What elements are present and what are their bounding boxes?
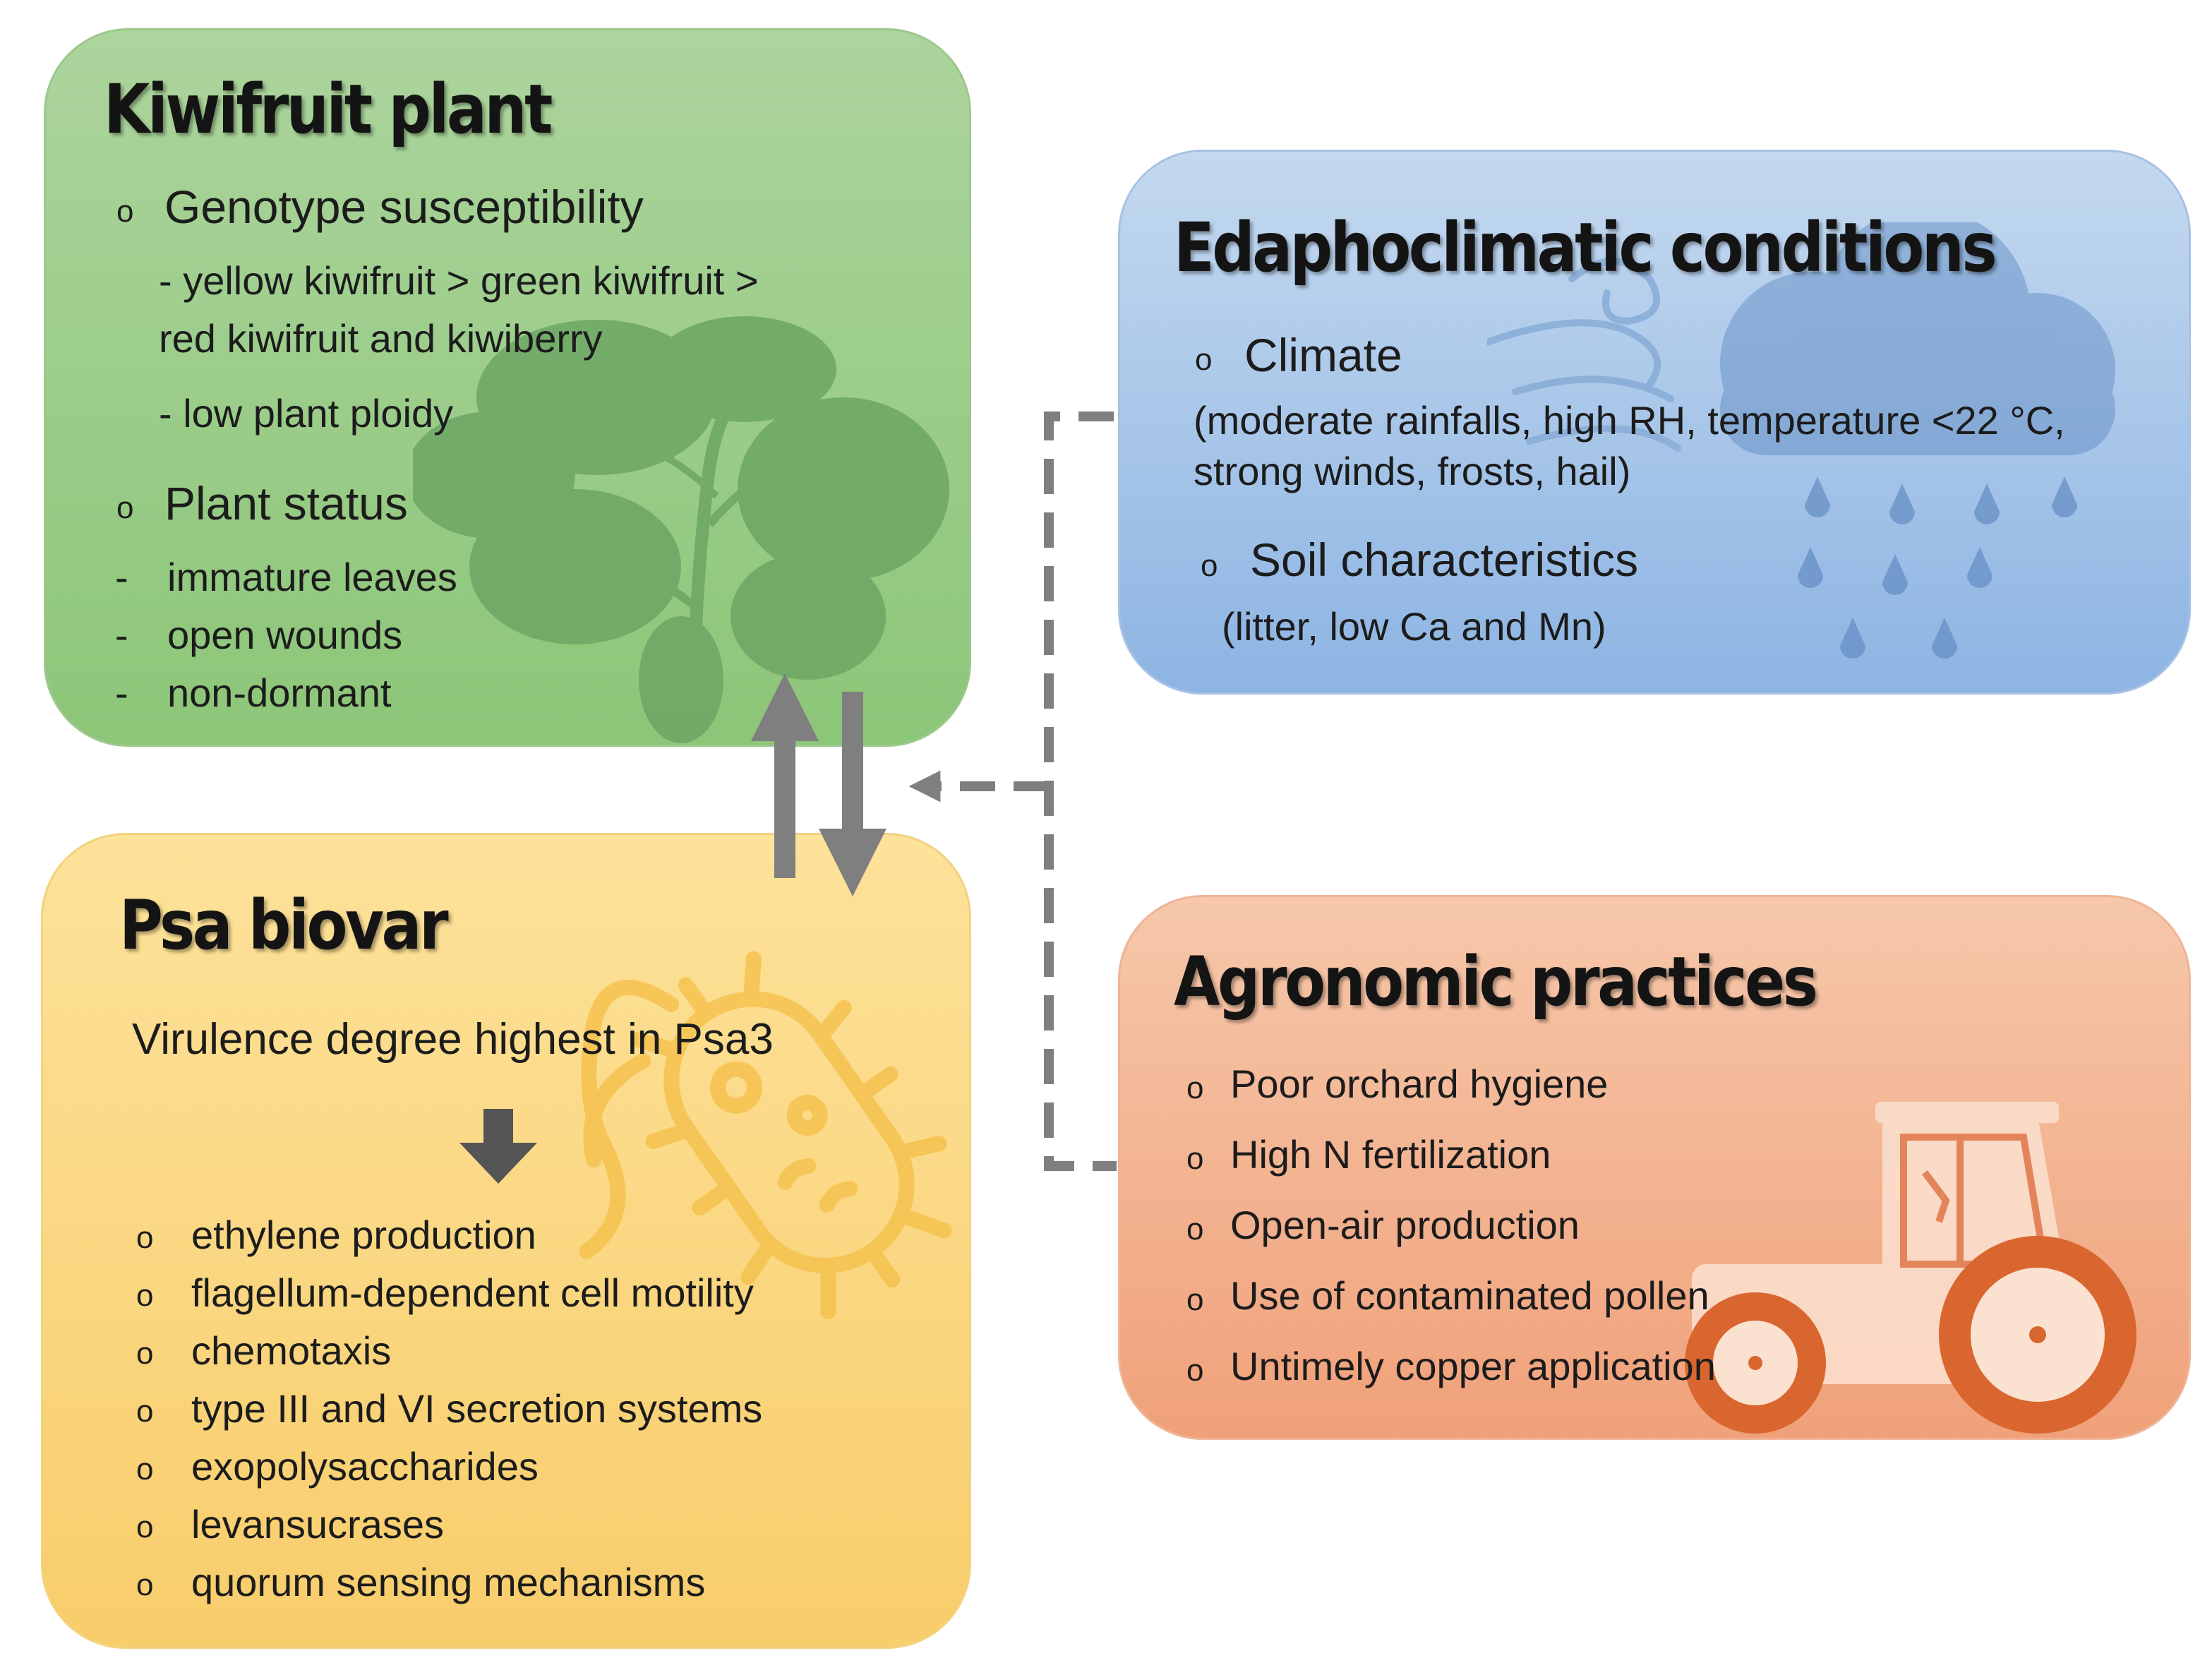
- practice-bullet: o: [1186, 1141, 1204, 1176]
- factor-text: flagellum-dependent cell motility: [191, 1270, 754, 1315]
- virulence-text: Virulence degree highest in Psa3: [132, 1015, 774, 1064]
- soil-detail: (litter, low Ca and Mn): [1222, 604, 1606, 649]
- genotype-bullet: o: [116, 194, 134, 229]
- psa-biovar-title: Psa biovar: [119, 886, 449, 965]
- genotype-order-line1: - yellow kiwifruit > green kiwifruit >: [159, 258, 759, 303]
- status-heading: Plant status: [164, 477, 408, 529]
- down-arrow-icon: [459, 1109, 537, 1184]
- rain-cloud-icon: [1487, 222, 2115, 659]
- practice-text: Untimely copper application: [1230, 1344, 1716, 1388]
- practice-text: Use of contaminated pollen: [1230, 1273, 1709, 1318]
- agronomic-title: Agronomic practices: [1174, 942, 1818, 1021]
- environment-dashed-connector: [1044, 412, 1117, 1171]
- kiwifruit-plant-title: Kiwifruit plant: [104, 70, 553, 149]
- practice-bullet: o: [1186, 1212, 1204, 1247]
- practice-text: Open-air production: [1230, 1203, 1580, 1247]
- psa-biovar-panel: Psa biovar Virulence degree highest in P…: [41, 833, 971, 1649]
- edaphoclimatic-title: Edaphoclimatic conditions: [1174, 208, 1997, 287]
- kiwifruit-plant-icon: [413, 316, 949, 743]
- practice-bullet: o: [1186, 1353, 1204, 1388]
- status-item: - open wounds: [115, 612, 402, 670]
- dash-marker: -: [115, 671, 128, 715]
- climate-detail-line1: (moderate rainfalls, high RH, temperatur…: [1194, 398, 2065, 443]
- status-item: - non-dormant: [115, 670, 392, 728]
- factor-text: levansucrases: [191, 1502, 444, 1546]
- ploidy-text: - low plant ploidy: [159, 391, 454, 435]
- status-bullet: o: [116, 491, 134, 525]
- factor-text: chemotaxis: [191, 1328, 392, 1373]
- edaphoclimatic-panel: Edaphoclimatic conditions o Climate (mod…: [1118, 150, 2191, 695]
- practice-text: Poor orchard hygiene: [1230, 1062, 1609, 1106]
- status-item-text: non-dormant: [167, 671, 392, 715]
- practice-bullet: o: [1186, 1282, 1204, 1317]
- factor-bullet: o: [136, 1336, 154, 1371]
- genotype-order-line2: red kiwifruit and kiwiberry: [159, 316, 603, 361]
- factor-bullet: o: [136, 1452, 154, 1486]
- soil-heading: Soil characteristics: [1250, 534, 1639, 586]
- dash-marker: -: [115, 613, 128, 657]
- status-item: - immature leaves: [115, 554, 457, 612]
- tractor-icon: [1685, 1102, 2136, 1434]
- bacterium-icon: [579, 951, 952, 1320]
- climate-heading: Climate: [1244, 329, 1402, 381]
- factor-bullet: o: [136, 1278, 154, 1313]
- kiwifruit-plant-panel: Kiwifruit plant o Genotype susceptibilit…: [44, 28, 971, 747]
- soil-bullet: o: [1201, 548, 1218, 583]
- genotype-heading: Genotype susceptibility: [164, 181, 644, 233]
- agronomic-panel: Agronomic practices o Poor orchard hygie…: [1118, 895, 2191, 1440]
- factor-text: exopolysaccharides: [191, 1444, 539, 1489]
- status-item-text: immature leaves: [167, 555, 457, 599]
- factor-text: type III and VI secretion systems: [191, 1386, 763, 1431]
- factor-text: quorum sensing mechanisms: [191, 1560, 706, 1604]
- practice-text: High N fertilization: [1230, 1132, 1551, 1177]
- factor-text: ethylene production: [191, 1213, 536, 1257]
- practice-bullet: o: [1186, 1071, 1204, 1105]
- factor-bullet: o: [136, 1568, 154, 1602]
- factor-bullet: o: [136, 1394, 154, 1429]
- climate-bullet: o: [1195, 342, 1213, 377]
- dash-marker: -: [115, 555, 128, 599]
- factor-bullet: o: [136, 1220, 154, 1255]
- climate-detail-line2: strong winds, frosts, hail): [1194, 449, 1631, 493]
- factor-bullet: o: [136, 1510, 154, 1544]
- status-item-text: open wounds: [167, 613, 403, 657]
- status-list: - immature leaves - open wounds - non-do…: [115, 554, 457, 728]
